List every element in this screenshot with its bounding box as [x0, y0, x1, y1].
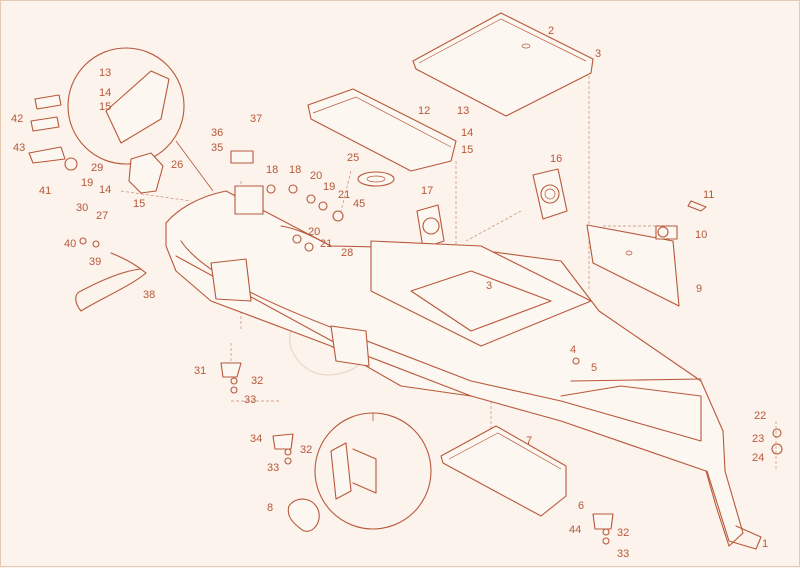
- callout-labels: 1 2 3 3 4 5 6 7 8 9 10 11 12 13 13 14 14…: [11, 25, 768, 560]
- callout-33b: 33: [267, 462, 279, 474]
- callout-11: 11: [703, 189, 714, 201]
- plate-part-2: [412, 12, 594, 117]
- callout-15c: 15: [133, 198, 145, 210]
- callout-42: 42: [11, 113, 23, 125]
- cover-part-17: [416, 204, 445, 249]
- callout-30: 30: [76, 202, 88, 214]
- callout-16: 16: [550, 153, 562, 165]
- callout-29: 29: [91, 162, 103, 174]
- callout-17: 17: [421, 185, 433, 197]
- callout-20: 20: [310, 170, 322, 182]
- callout-1: 1: [762, 538, 768, 550]
- callout-21b: 21: [320, 238, 332, 250]
- callout-9: 9: [696, 283, 702, 295]
- callout-32b: 32: [300, 444, 312, 456]
- detail-circle-top: [67, 47, 214, 192]
- callout-14: 14: [99, 87, 111, 99]
- callout-3b: 3: [486, 280, 492, 292]
- callout-6: 6: [578, 500, 584, 512]
- callout-19: 19: [81, 177, 93, 189]
- pad-part-8: [287, 498, 320, 532]
- detail-circle-bottom: [314, 412, 432, 530]
- callout-14b: 14: [461, 127, 473, 139]
- grommet-part-25: [357, 171, 395, 187]
- callout-34: 34: [250, 433, 262, 445]
- callout-37: 37: [250, 113, 262, 125]
- callout-21: 21: [338, 189, 350, 201]
- callout-32: 32: [251, 375, 263, 387]
- small-parts: [28, 94, 783, 545]
- callout-13b: 13: [457, 105, 469, 117]
- callout-12: 12: [418, 105, 430, 117]
- callout-38: 38: [143, 289, 155, 301]
- callout-22: 22: [754, 410, 766, 422]
- callout-28: 28: [341, 247, 353, 259]
- callout-2: 2: [548, 25, 554, 37]
- callout-44: 44: [569, 524, 581, 536]
- callout-25: 25: [347, 152, 359, 164]
- callout-26: 26: [171, 159, 183, 171]
- rod-part-38: [75, 252, 147, 312]
- callout-31: 31: [194, 365, 206, 377]
- latch-part-10: [655, 200, 707, 240]
- plate-part-6: [440, 425, 567, 517]
- callout-3: 3: [595, 48, 601, 60]
- callout-18b: 18: [289, 164, 301, 176]
- callout-7: 7: [526, 435, 532, 447]
- callout-19b: 19: [323, 181, 335, 193]
- panel-part-9: [586, 224, 680, 307]
- callout-5: 5: [591, 362, 597, 374]
- callout-10: 10: [695, 229, 707, 241]
- callout-35: 35: [211, 142, 223, 154]
- callout-13: 13: [99, 67, 111, 79]
- callout-33: 33: [244, 394, 256, 406]
- callout-36: 36: [211, 127, 223, 139]
- callout-45: 45: [353, 198, 365, 210]
- cover-part-16: [532, 168, 568, 220]
- callout-8: 8: [267, 502, 273, 514]
- callout-43: 43: [13, 142, 25, 154]
- callout-33c: 33: [617, 548, 629, 560]
- callout-32c: 32: [617, 527, 629, 539]
- callout-23: 23: [752, 433, 764, 445]
- callout-24: 24: [752, 452, 764, 464]
- callout-14c: 14: [99, 184, 111, 196]
- callout-18: 18: [266, 164, 278, 176]
- main-frame-part-1: [165, 190, 762, 550]
- callout-15b: 15: [461, 144, 473, 156]
- callout-15: 15: [99, 101, 111, 113]
- callout-20b: 20: [308, 226, 320, 238]
- callout-41: 41: [39, 185, 51, 197]
- callout-40: 40: [64, 238, 76, 250]
- callout-4: 4: [570, 344, 576, 356]
- callout-27: 27: [96, 210, 108, 222]
- callout-39: 39: [89, 256, 101, 268]
- bracket-part-12: [307, 88, 457, 172]
